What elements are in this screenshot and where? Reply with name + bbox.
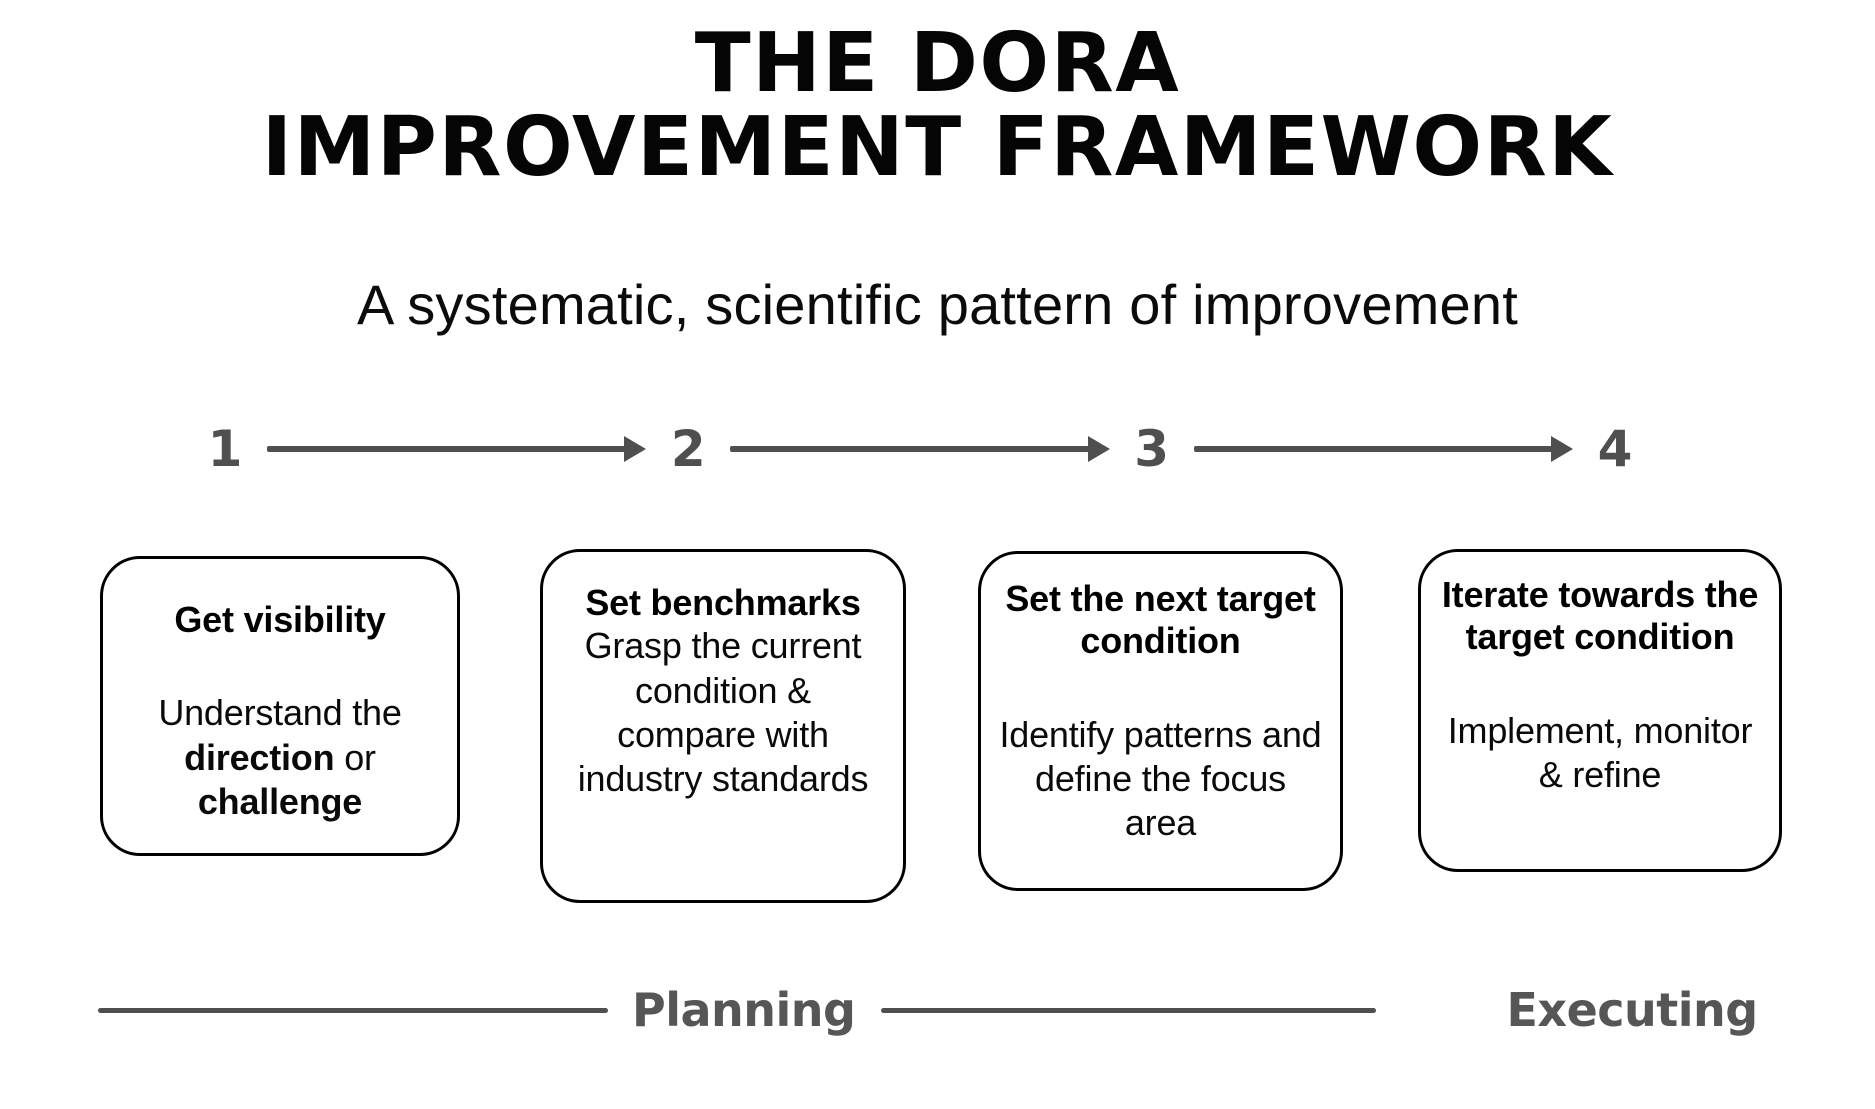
step-number-2: 2 bbox=[670, 420, 706, 478]
step-card-3: Set the next target condition Identify p… bbox=[978, 551, 1343, 891]
title-line-2: IMPROVEMENT FRAMEWORK bbox=[261, 99, 1614, 195]
step-card-1-body: Understand the direction or challenge bbox=[121, 691, 439, 824]
phase-label-executing: Executing bbox=[1506, 983, 1758, 1037]
step-card-4-body: Implement, monitor & refine bbox=[1447, 709, 1753, 796]
phase-label-planning: Planning bbox=[632, 983, 856, 1037]
card-1-text-bold-1: direction bbox=[184, 736, 335, 778]
step-card-2-title: Set benchmarks bbox=[585, 582, 861, 623]
step-number-3: 3 bbox=[1134, 420, 1170, 478]
phase-rule-right bbox=[881, 1007, 1377, 1013]
arrow-icon-1-to-2 bbox=[267, 436, 647, 462]
step-card-4: Iterate towards the target condition Imp… bbox=[1418, 549, 1782, 872]
step-number-4: 4 bbox=[1597, 420, 1633, 478]
step-card-4-title: Iterate towards the target condition bbox=[1441, 574, 1759, 658]
phase-rule-left bbox=[98, 1007, 608, 1013]
step-sequence: 1 2 3 4 bbox=[205, 418, 1635, 480]
step-card-3-title: Set the next target condition bbox=[1005, 578, 1316, 662]
arrow-icon-3-to-4 bbox=[1193, 436, 1573, 462]
arrow-icon-2-to-3 bbox=[730, 436, 1110, 462]
step-card-2: Set benchmarks Grasp the current conditi… bbox=[540, 549, 906, 903]
phase-bar: Planning Executing bbox=[0, 975, 1875, 1045]
step-number-1: 1 bbox=[207, 420, 243, 478]
page-subtitle: A systematic, scientific pattern of impr… bbox=[357, 273, 1518, 336]
card-1-text-prefix: Understand the bbox=[158, 692, 402, 734]
card-1-text-bold-2: challenge bbox=[197, 781, 363, 822]
card-1-text-mid: or bbox=[334, 736, 376, 778]
step-card-1: Get visibility Understand the direction … bbox=[100, 556, 460, 856]
step-card-1-title: Get visibility bbox=[174, 599, 386, 640]
title-line-1: THE DORA bbox=[694, 16, 1181, 111]
page-title: THE DORA IMPROVEMENT FRAMEWORK bbox=[0, 22, 1875, 189]
step-card-2-body: Grasp the current condition & compare wi… bbox=[577, 625, 869, 800]
step-card-3-body: Identify patterns and define the focus a… bbox=[999, 713, 1322, 844]
